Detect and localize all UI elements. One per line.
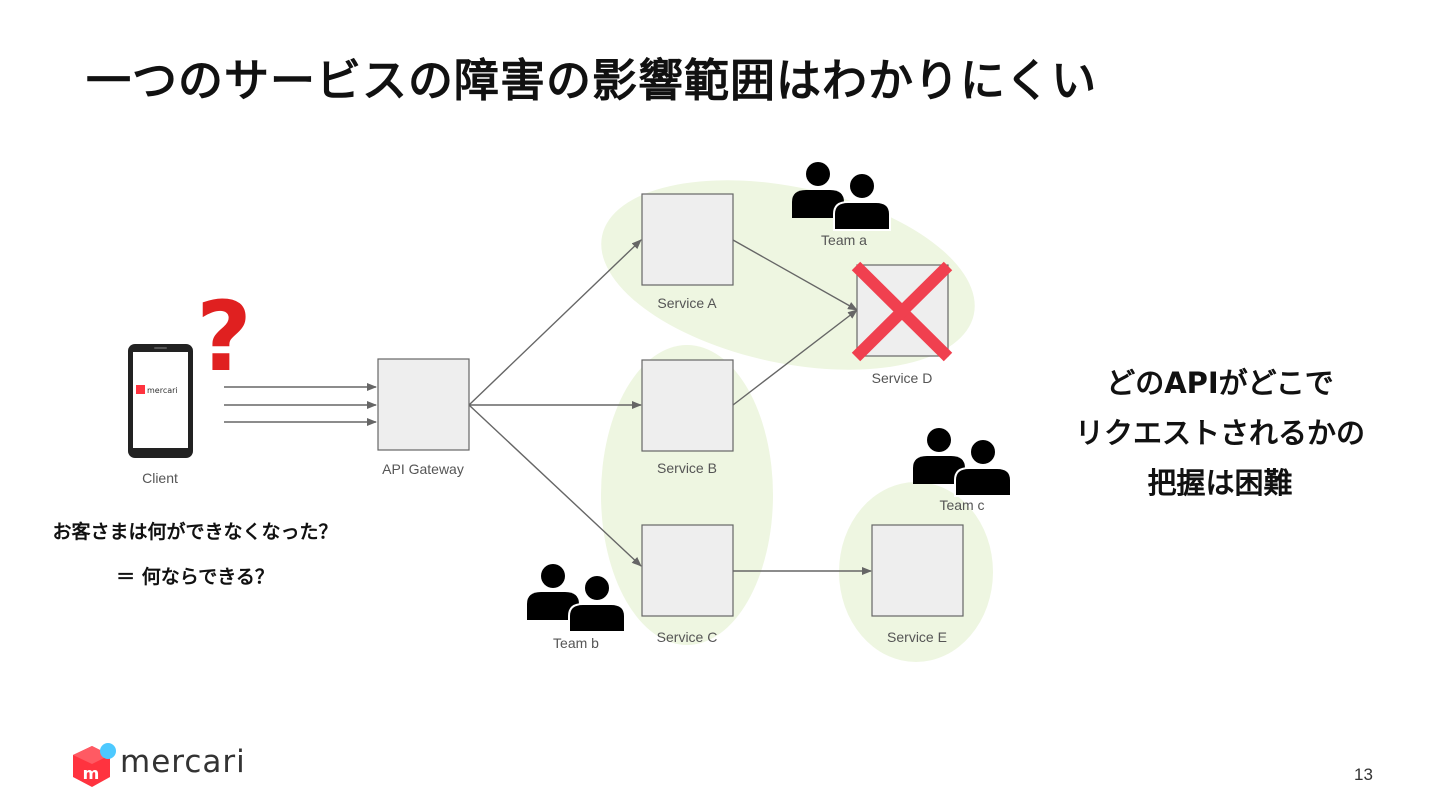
service-b-label: Service B (657, 460, 717, 476)
client-phone-icon: mercari (128, 344, 193, 458)
client-label: Client (142, 470, 178, 486)
service-a-to-d-arrow (732, 239, 858, 311)
service-e-box (871, 524, 964, 617)
page-number: 13 (1354, 765, 1373, 784)
mercari-logo: m mercari (70, 742, 270, 792)
service-c-label: Service C (657, 629, 718, 645)
question-mark-icon: ? (196, 281, 252, 393)
gateway-to-service-a-arrow (468, 239, 642, 406)
team-b-label: Team b (553, 635, 599, 651)
gateway-to-service-c-arrow (468, 404, 642, 567)
api-gateway-label: API Gateway (382, 461, 464, 477)
service-b-to-d-arrow (732, 309, 858, 406)
difficulty-caption: どのAPIがどこで リクエストされるかの 把握は困難 (1040, 358, 1400, 508)
team-b-people-icon (527, 564, 626, 633)
api-gateway-box (377, 358, 470, 451)
caption-line: リクエストされるかの (1074, 416, 1365, 450)
team-a-people-icon (792, 162, 891, 231)
phone-logo-text: mercari (147, 386, 178, 395)
caption-line: お客さまは何ができなくなった？ (52, 521, 338, 543)
service-c-box (641, 524, 734, 617)
failure-cross-icon (851, 261, 953, 362)
svg-text:m: m (83, 764, 100, 783)
customer-question-caption: お客さまは何ができなくなった？ ＝ 何ならできる？ (30, 510, 360, 600)
mercari-cube-icon: m (73, 743, 116, 787)
caption-line: 把握は困難 (1147, 466, 1293, 500)
team-c-people-icon (913, 428, 1012, 497)
logo-text: mercari (120, 744, 246, 780)
service-a-box (641, 193, 734, 286)
team-c-label: Team c (939, 497, 984, 513)
service-d-label: Service D (872, 370, 933, 386)
service-a-label: Service A (657, 295, 717, 311)
phone-logo-cube-icon (136, 385, 145, 394)
team-a-label: Team a (821, 232, 867, 248)
caption-line: どのAPIがどこで (1106, 366, 1334, 400)
caption-line: ＝ 何ならできる？ (116, 566, 274, 588)
slide-title: 一つのサービスの障害の影響範囲はわかりにくい (86, 54, 1098, 107)
service-e-label: Service E (887, 629, 947, 645)
service-b-box (641, 359, 734, 452)
